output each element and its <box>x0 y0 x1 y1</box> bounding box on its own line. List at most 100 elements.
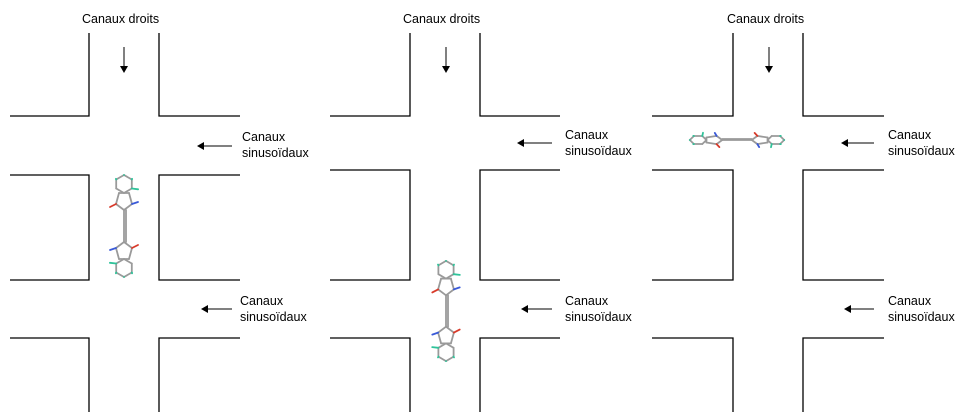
wall-bottom-left <box>10 337 90 412</box>
molecule-bond <box>131 244 139 249</box>
label-line1: Canaux <box>565 128 609 142</box>
molecule-bond <box>115 241 125 249</box>
sinusoidal-channel-label: Canaux sinusoïdaux <box>888 127 955 159</box>
panel-2 <box>330 33 560 412</box>
channel-walls <box>10 33 240 412</box>
label-line1: Canaux <box>240 294 284 308</box>
molecule-bond <box>115 174 125 181</box>
molecule-bond <box>452 273 461 276</box>
label-line2: sinusoïdaux <box>242 146 309 160</box>
wall-top-left <box>330 33 411 117</box>
sinusoidal-channel-label: Canaux sinusoïdaux <box>888 293 955 325</box>
molecule-bond <box>452 286 461 291</box>
molecule-bond <box>130 187 140 191</box>
label-line2: sinusoïdaux <box>888 310 955 324</box>
molecule-bond <box>123 271 133 278</box>
molecule-bond <box>756 134 769 139</box>
sinusoidal-channel-label: Canaux sinusoïdaux <box>565 293 632 325</box>
wall-mid-right <box>802 169 884 281</box>
molecule-bond <box>131 201 139 205</box>
molecule-bond <box>128 192 133 205</box>
label-line2: sinusoïdaux <box>240 310 307 324</box>
wall-bottom-left <box>330 337 411 412</box>
wall-bottom-left <box>652 337 734 412</box>
wall-bottom-right <box>479 337 560 412</box>
molecule-bond <box>705 141 718 146</box>
molecule-bond <box>701 131 704 137</box>
molecule-bond <box>437 355 447 363</box>
wall-mid-left <box>10 174 90 281</box>
molecule-bond <box>123 241 133 249</box>
sinusoidal-channel-label: Canaux sinusoïdaux <box>565 127 632 159</box>
channel-walls <box>330 33 560 412</box>
wall-top-right <box>802 33 884 117</box>
molecule-bond <box>715 134 724 141</box>
wall-bottom-right <box>158 337 240 412</box>
label-line1: Canaux <box>242 130 286 144</box>
straight-channel-label: Canaux droits <box>82 11 159 27</box>
label-line1: Canaux <box>888 294 932 308</box>
molecule-bond <box>115 247 120 260</box>
indigo-molecule <box>109 174 140 278</box>
label-text: Canaux droits <box>727 12 805 26</box>
molecule-bond <box>123 174 133 181</box>
indigo-molecule <box>431 259 461 363</box>
wall-top-right <box>158 33 240 117</box>
straight-channel-label: Canaux droits <box>403 11 480 27</box>
molecule-bond <box>437 325 447 334</box>
molecule-bond <box>715 143 721 149</box>
molecule-bond <box>715 139 724 146</box>
molecule-bond <box>753 131 759 137</box>
molecule-bond <box>437 331 443 345</box>
molecule-bond <box>115 271 125 278</box>
molecule-bond <box>123 203 133 211</box>
molecule-bond <box>452 328 461 334</box>
molecule-bond <box>705 134 718 139</box>
molecule-bond <box>445 259 455 267</box>
molecule-bond <box>445 325 455 334</box>
molecule-bond <box>449 277 455 291</box>
molecule-bond <box>750 134 759 141</box>
wall-mid-left <box>652 169 734 281</box>
sinusoidal-channel-label: Canaux sinusoïdaux <box>242 129 309 161</box>
molecule-bond <box>713 131 718 137</box>
molecule-bond <box>756 141 769 146</box>
label-line2: sinusoïdaux <box>888 144 955 158</box>
molecule-bond <box>431 288 440 294</box>
molecule-bond <box>115 192 120 205</box>
molecule-bond <box>449 331 455 345</box>
molecule-bond <box>437 259 447 267</box>
molecule-bond <box>115 203 125 211</box>
molecule-bond <box>128 247 133 260</box>
wall-mid-right <box>479 169 560 281</box>
wall-bottom-right <box>802 337 884 412</box>
label-text: Canaux droits <box>403 12 481 26</box>
molecule-bond <box>445 288 455 297</box>
wall-top-right <box>479 33 560 117</box>
indigo-molecule <box>688 131 786 149</box>
channel-walls <box>652 33 884 412</box>
label-text: Canaux droits <box>82 12 160 26</box>
straight-channel-label: Canaux droits <box>727 11 804 27</box>
molecule-bond <box>445 355 455 363</box>
label-line1: Canaux <box>565 294 609 308</box>
molecule-bond <box>431 346 440 349</box>
molecule-bond <box>756 143 761 149</box>
wall-top-left <box>652 33 734 117</box>
sinusoidal-channel-label: Canaux sinusoïdaux <box>240 293 307 325</box>
molecule-bond <box>431 331 440 336</box>
molecule-bond <box>109 247 117 251</box>
molecule-bond <box>750 139 759 146</box>
label-line1: Canaux <box>888 128 932 142</box>
molecule-bond <box>109 261 118 265</box>
molecule-bond <box>437 288 447 297</box>
molecule-bond <box>437 277 443 291</box>
wall-mid-right <box>158 174 240 281</box>
molecule-bond <box>770 143 773 149</box>
panel-1 <box>10 33 240 412</box>
wall-mid-left <box>330 169 411 281</box>
panel-3 <box>652 33 884 412</box>
label-line2: sinusoïdaux <box>565 144 632 158</box>
label-line2: sinusoïdaux <box>565 310 632 324</box>
